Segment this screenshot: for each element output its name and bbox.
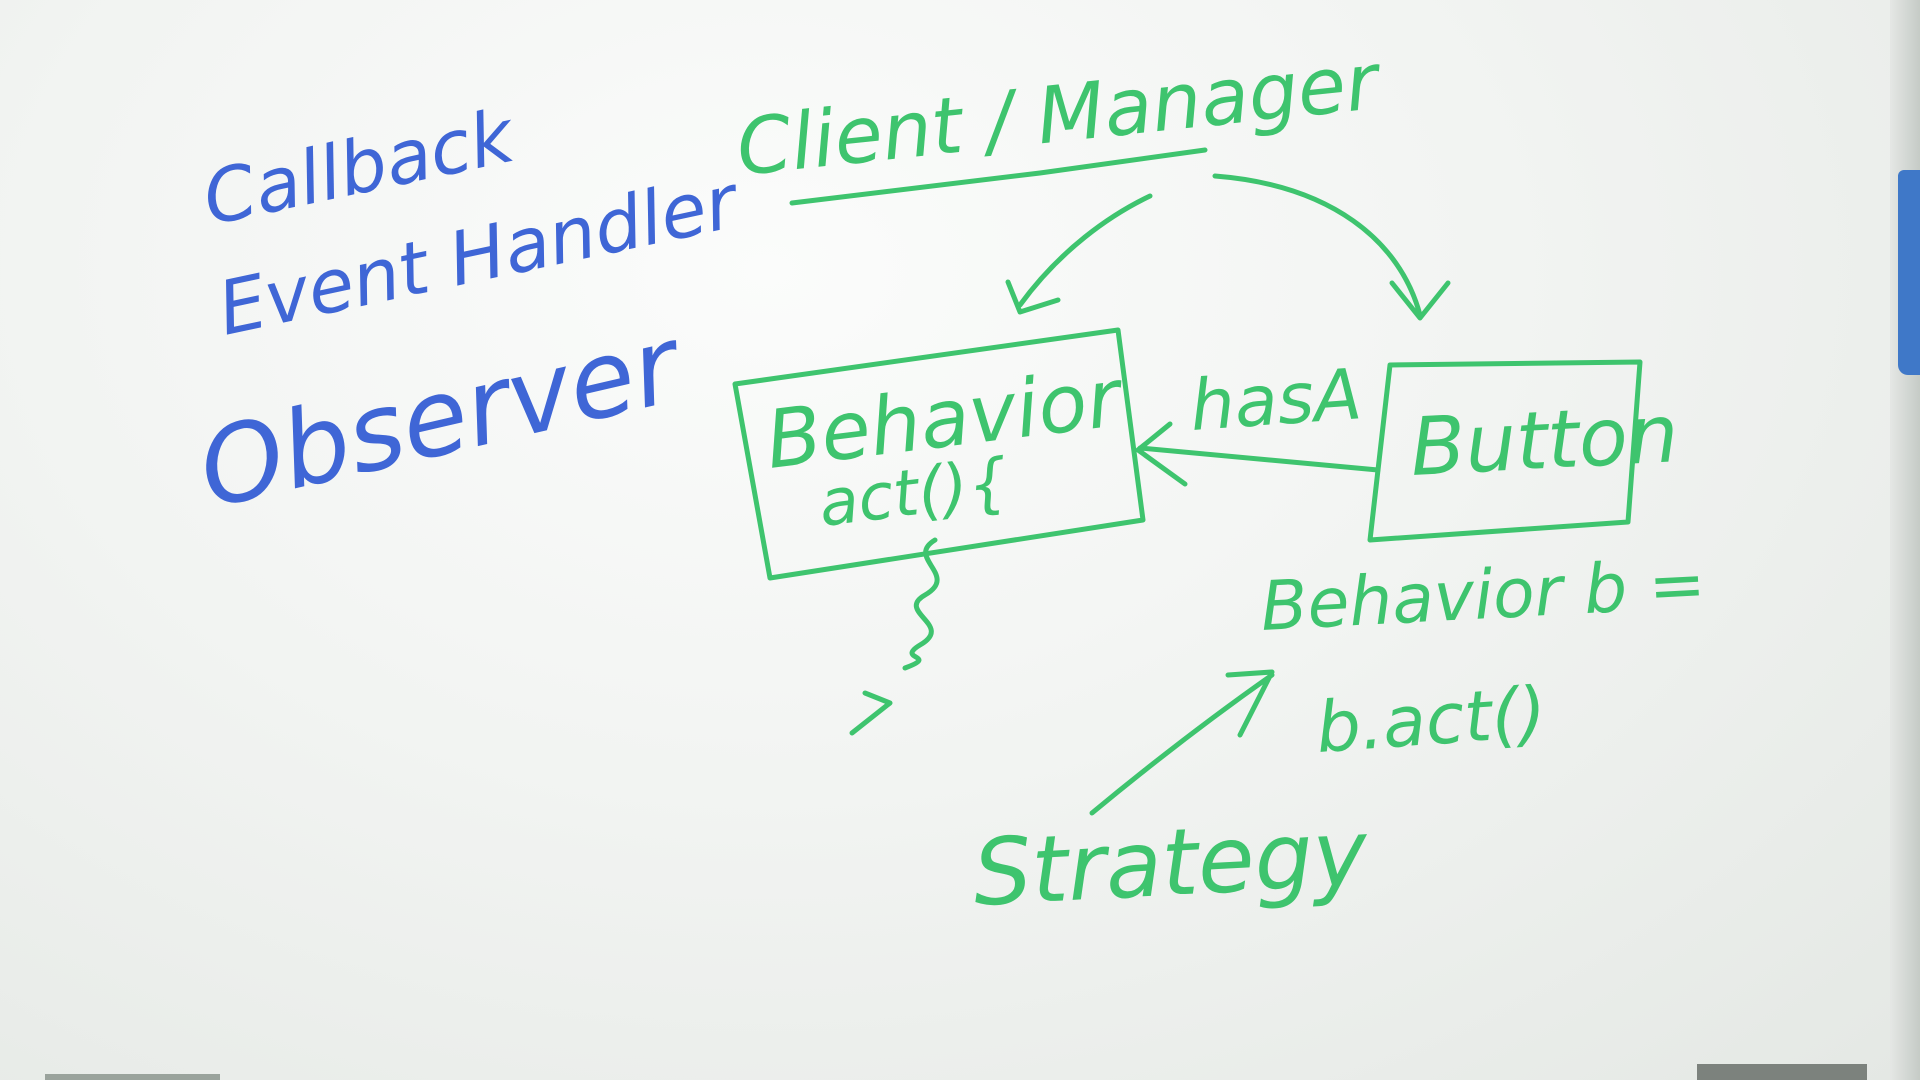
small-arrowhead — [849, 690, 893, 736]
button-box-title: Button — [1408, 387, 1680, 494]
button-box: Button — [1367, 359, 1681, 543]
code-line-1: Behavior b = — [1259, 545, 1708, 647]
has-a-label: hasA — [1187, 353, 1364, 447]
strategy-label: Strategy — [971, 799, 1372, 927]
board-frame-bottom-right — [1697, 1064, 1867, 1080]
behavior-box: Behavior act(){ — [732, 327, 1146, 581]
client-manager-underline — [789, 147, 1208, 206]
code-line-2: b.act() — [1313, 671, 1548, 769]
marker-holder — [1898, 170, 1920, 375]
squiggle-line — [902, 537, 940, 671]
board-right-edge — [1890, 0, 1920, 1080]
left-notes: Callback Event Handler Observer — [188, 93, 749, 533]
board-frame-bottom-left — [45, 1074, 220, 1080]
strategy-arrow — [1089, 669, 1275, 816]
arrow-to-button — [1212, 173, 1451, 321]
arrow-to-behavior — [1005, 193, 1153, 315]
pattern-diagram: Client / Manager Behavior act(){ hasA Bu… — [732, 37, 1708, 927]
has-a-arrow — [1135, 421, 1381, 487]
